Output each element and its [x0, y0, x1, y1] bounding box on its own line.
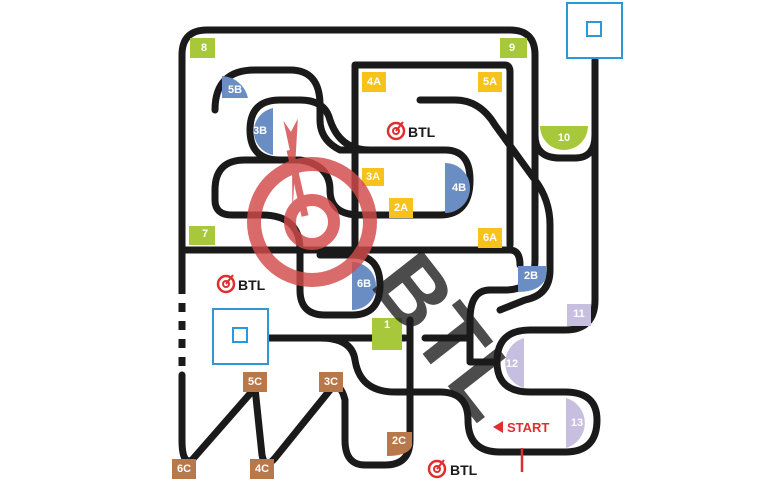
track-outer [178, 26, 599, 289]
square-box-icon [586, 21, 602, 37]
marker-5a-label: 5A [483, 76, 497, 88]
btl-logo-left: BTL [216, 274, 266, 294]
marker-5b: 5B [222, 76, 248, 98]
marker-2c: 2C [387, 432, 412, 456]
marker-5c-label: 5C [248, 376, 262, 388]
marker-6c: 6C [172, 459, 196, 479]
marker-4c-label: 4C [255, 463, 269, 475]
square-box-icon [232, 327, 248, 343]
marker-6b: 6B [352, 262, 376, 310]
box-top-right [566, 2, 623, 59]
marker-6c-label: 6C [177, 463, 191, 475]
marker-3a-label: 3A [366, 171, 380, 183]
btl-logo-bottom: BTL [427, 459, 478, 479]
marker-10-label: 10 [558, 132, 570, 144]
marker-2c-label: 2C [392, 435, 406, 447]
target-icon [386, 121, 406, 141]
marker-4b: 4B [445, 163, 470, 213]
marker-5c: 5C [243, 372, 267, 392]
marker-6a: 6A [478, 228, 502, 248]
marker-9: 9 [500, 38, 527, 58]
marker-4b-label: 4B [452, 182, 466, 194]
marker-7: 7 [189, 226, 215, 245]
target-icon [216, 274, 236, 294]
markers: 8 9 10 7 1 4A 5A 3A [172, 38, 591, 479]
btl-label: BTL [450, 462, 478, 478]
marker-13: 13 [566, 398, 585, 448]
triangle-left-icon [493, 421, 503, 433]
track-2b [416, 96, 554, 314]
marker-12-label: 12 [506, 358, 518, 370]
marker-10: 10 [540, 126, 588, 150]
marker-5a: 5A [478, 72, 502, 92]
marker-4c: 4C [250, 459, 274, 479]
marker-2b: 2B [518, 266, 546, 292]
btl-label: BTL [408, 124, 436, 140]
track-right [264, 131, 601, 456]
start-label: START [507, 420, 549, 435]
marker-6a-label: 6A [483, 232, 497, 244]
marker-3b: 3B [253, 108, 273, 155]
marker-4a: 4A [362, 72, 386, 92]
marker-3c: 3C [319, 372, 343, 392]
start-marker: START [493, 420, 549, 472]
marker-8-label: 8 [201, 42, 207, 54]
watermark-target-icon [247, 118, 377, 287]
marker-4a-label: 4A [367, 76, 381, 88]
marker-9-label: 9 [509, 42, 515, 54]
btl-logo-top: BTL [386, 121, 436, 141]
marker-2a: 2A [389, 198, 413, 218]
marker-3c-label: 3C [324, 376, 338, 388]
marker-11-label: 11 [573, 308, 585, 320]
track-3b-loop [246, 96, 374, 164]
marker-13-label: 13 [571, 417, 583, 429]
box-left [212, 308, 269, 365]
marker-8: 8 [190, 38, 215, 58]
marker-5b-label: 5B [228, 84, 242, 96]
marker-6b-label: 6B [357, 278, 371, 290]
target-icon [427, 459, 447, 479]
marker-2a-label: 2A [394, 202, 408, 214]
btl-label: BTL [238, 277, 266, 293]
track-a-rect [351, 61, 514, 254]
marker-2b-label: 2B [524, 270, 538, 282]
marker-12: 12 [505, 338, 524, 388]
marker-3a: 3A [362, 168, 384, 186]
marker-7-label: 7 [202, 228, 208, 240]
track-mid [178, 246, 524, 269]
marker-3b-label: 3B [253, 125, 267, 137]
marker-1: 1 [372, 318, 402, 350]
marker-11: 11 [567, 304, 591, 326]
marker-1-label: 1 [384, 319, 390, 331]
